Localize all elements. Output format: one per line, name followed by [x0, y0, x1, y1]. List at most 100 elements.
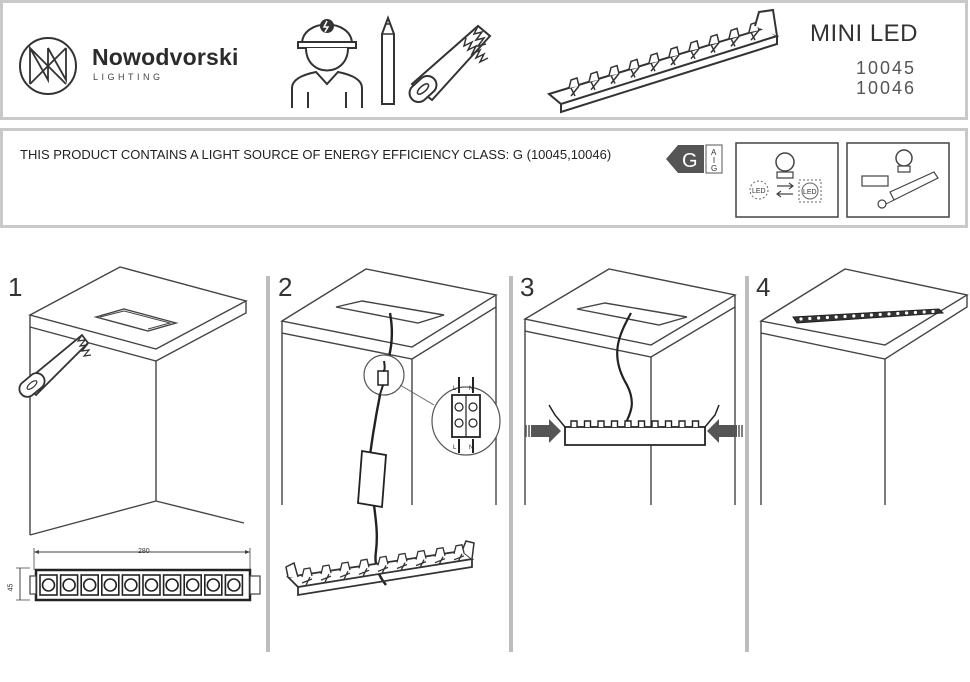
fixture-fin — [434, 546, 446, 557]
product-code: 10046 — [856, 78, 917, 98]
fixture-fin — [358, 558, 370, 569]
step-divider — [745, 276, 749, 652]
driver-replaceable-icon — [846, 142, 950, 218]
fixture-led-cell — [670, 54, 680, 66]
led-lens — [869, 313, 873, 317]
fixture-fin — [648, 52, 660, 64]
fixture-fin — [570, 420, 578, 427]
led-lens — [825, 315, 829, 320]
led-replaceable-icon: LED LED — [735, 142, 839, 218]
fixture-led-cell — [358, 568, 370, 577]
fixture-led-cell — [396, 562, 408, 571]
fixture-fin — [688, 39, 700, 51]
step-number: 1 — [8, 272, 23, 302]
fixture-led-cell — [434, 556, 446, 565]
fixture-led-cell — [590, 79, 600, 91]
led-lens — [165, 578, 179, 592]
led-lens — [913, 310, 917, 315]
product-code: 10045 — [856, 58, 917, 78]
led-lens — [144, 578, 159, 592]
step3-insert-fixture-diagram — [523, 268, 743, 505]
fixture-led-cell — [415, 559, 427, 568]
brand-name: Nowodvorski — [92, 44, 239, 70]
led-lens — [852, 314, 856, 318]
step-divider — [509, 276, 513, 652]
led-lens — [861, 313, 865, 318]
pencil-icon — [381, 15, 395, 105]
fixture-fin — [301, 567, 313, 578]
step1-ceiling-cutout-diagram — [18, 266, 248, 536]
fixture-fin — [583, 420, 592, 427]
led-lens — [887, 312, 891, 316]
fixture-fin — [624, 420, 632, 427]
led-lens — [931, 309, 935, 314]
terminal-label-n: N — [469, 386, 473, 392]
led-lens — [227, 578, 241, 592]
led-lens — [834, 315, 838, 319]
fixture-led-cell — [710, 42, 720, 54]
fixture-fin — [320, 564, 332, 575]
fixture-fin — [651, 420, 659, 427]
led-lens — [808, 316, 812, 321]
fixture-fin — [339, 561, 351, 572]
saw-icon — [408, 24, 492, 104]
step-number: 2 — [278, 272, 293, 302]
fixture-led-cell — [453, 553, 465, 563]
dimension-height: 45 — [7, 583, 15, 592]
fixture-led-cell — [610, 73, 620, 85]
saw-icon — [18, 333, 92, 398]
energy-scale-top: A — [711, 148, 717, 157]
terminal-label-l: L — [453, 445, 457, 451]
fixture-led-cell — [301, 576, 313, 586]
fixture-led-cell — [320, 573, 332, 583]
dimension-length: 280 — [138, 548, 150, 555]
fixture-fin — [568, 77, 580, 89]
step4-installed-fixture-diagram — [759, 268, 969, 505]
led-lens — [799, 317, 803, 321]
fixture-led-cell — [730, 35, 740, 47]
fixture-fin — [588, 70, 600, 82]
led-lens — [905, 311, 909, 315]
fixture-fin — [691, 420, 700, 427]
led-lens — [185, 578, 200, 592]
energy-class-label-icon: G A G — [666, 144, 723, 174]
fixture-fin — [668, 46, 680, 58]
step-number: 4 — [756, 272, 771, 302]
led-lens — [896, 311, 900, 316]
led-lens — [103, 578, 118, 592]
fixture-led-cell — [570, 85, 580, 97]
fixture-led-cell — [630, 66, 640, 78]
energy-class-statement: THIS PRODUCT CONTAINS A LIGHT SOURCE OF … — [20, 147, 612, 162]
fixture-fin — [708, 33, 720, 45]
energy-class-letter: G — [682, 150, 698, 172]
fixture-fin — [608, 64, 620, 76]
fixture-fin — [396, 552, 408, 563]
led-lens — [124, 578, 138, 592]
led-fixture-dimension-drawing — [16, 548, 261, 602]
fixture-fin — [453, 544, 465, 554]
energy-scale-bottom: G — [711, 164, 717, 173]
led-lens — [206, 578, 221, 592]
nowodvorski-logo-icon — [19, 37, 77, 95]
led-label: LED — [752, 188, 766, 195]
led-lens — [878, 312, 882, 317]
brand-subtitle: LIGHTING — [93, 72, 164, 82]
led-lens — [922, 310, 926, 314]
product-title: MINI LED — [810, 20, 919, 47]
led-lens — [62, 578, 76, 592]
fixture-fin — [377, 555, 389, 566]
fixture-fin — [628, 58, 640, 70]
led-lens — [41, 578, 56, 592]
step2-wiring-diagram: L N L N — [280, 268, 501, 597]
electrician-icon — [291, 19, 363, 108]
led-label: LED — [803, 189, 817, 196]
step-divider — [266, 276, 270, 652]
fixture-fin — [610, 420, 619, 427]
fixture-led-cell — [750, 29, 760, 41]
fixture-led-cell — [377, 565, 389, 574]
step-number: 3 — [520, 272, 535, 302]
fixture-fin — [664, 420, 673, 427]
fixture-led-cell — [339, 570, 351, 580]
fixture-fin — [678, 420, 686, 427]
terminal-label-n: N — [469, 445, 473, 451]
